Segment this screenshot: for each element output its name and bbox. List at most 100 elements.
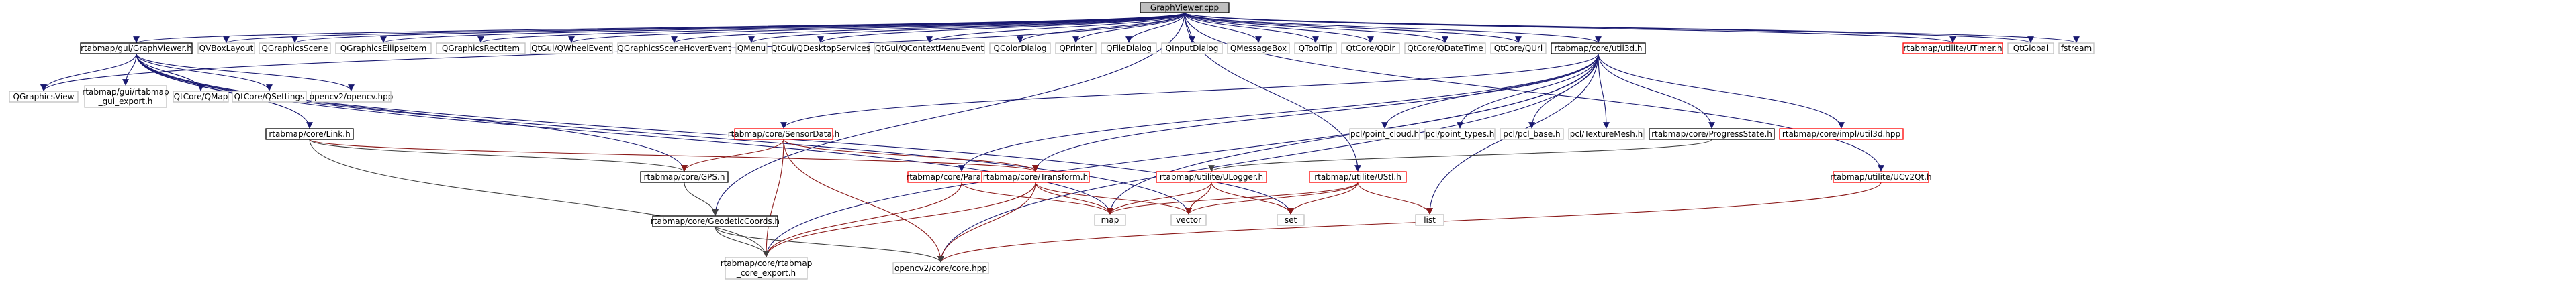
- edge-ulogger-to-map: [1107, 182, 1212, 215]
- edge-util3d-to-transform: [1032, 53, 1599, 172]
- edge-gv_h-to-map: [136, 53, 1113, 215]
- node-transform[interactable]: rtabmap/core/Transform.h: [981, 171, 1090, 183]
- node-qgview-box: [9, 91, 79, 103]
- edge-sensordata-to-core_export: [763, 139, 784, 258]
- node-qgscene-box: [259, 42, 331, 54]
- edge-ustl-to-vector: [1185, 182, 1359, 215]
- edge-root-to-ustl: [1184, 12, 1361, 172]
- node-qgrect: QGraphicsRectItem: [436, 42, 526, 54]
- node-progress-box: [1649, 128, 1775, 140]
- edge-ustl-to-map: [1107, 182, 1359, 215]
- node-qmsgbox-label-0: QMessageBox: [1230, 44, 1287, 53]
- edge-link_h-to-transform: [309, 139, 1039, 172]
- node-qvbox-box: [197, 42, 255, 54]
- edge-util3d-to-core_export: [763, 53, 1599, 258]
- node-rtabgui_export-box: [84, 85, 167, 108]
- edge-root-to-qgellipse: [380, 12, 1185, 44]
- node-progress[interactable]: rtabmap/core/ProgressState.h: [1649, 128, 1775, 140]
- node-qtooltip-label-0: QToolTip: [1299, 44, 1333, 53]
- node-ulogger[interactable]: rtabmap/utilite/ULogger.h: [1156, 171, 1267, 183]
- node-qurl: QtCore/QUrl: [1490, 42, 1547, 54]
- node-ulogger-box: [1156, 171, 1267, 183]
- node-qgview: QGraphicsView: [9, 91, 79, 103]
- node-vector: vector: [1170, 214, 1207, 226]
- edge-root-to-qctxmenu: [926, 12, 1185, 44]
- dependency-edges: [40, 12, 2080, 263]
- edge-root-to-qgview: [40, 12, 1185, 92]
- node-qgrect-label-0: QGraphicsRectItem: [442, 44, 520, 53]
- node-utimer-box: [1902, 42, 2003, 54]
- node-qmap: QtCore/QMap: [173, 91, 229, 103]
- node-qinputdlg-label-0: QInputDialog: [1166, 44, 1219, 53]
- node-set: set: [1277, 214, 1305, 226]
- edge-gv_h-to-qsettings: [136, 53, 273, 92]
- node-util3d_impl-box: [1779, 128, 1904, 140]
- edge-params-to-map: [961, 182, 1113, 215]
- node-qdesktop: QtGui/QDesktopServices: [771, 42, 870, 54]
- node-util3d_impl[interactable]: rtabmap/core/impl/util3d.hpp: [1779, 128, 1904, 140]
- node-geocoords-label-0: rtabmap/core/GeodeticCoords.h: [651, 217, 780, 226]
- edge-transform-to-core_export: [763, 182, 1036, 258]
- edge-root-to-qgrect: [477, 12, 1185, 44]
- edge-root-to-util3d: [1184, 12, 1602, 44]
- node-qdesktop-label-0: QtGui/QDesktopServices: [771, 44, 870, 53]
- node-set-box: [1277, 214, 1305, 226]
- node-geocoords-box: [652, 215, 778, 227]
- node-root-box: [1140, 2, 1230, 13]
- node-core_hpp-label-0: opencv2/core/core.hpp: [894, 263, 987, 273]
- node-qwheel-box: [530, 42, 613, 54]
- node-ucv2qt-label-0: rtabmap/utilite/UCv2Qt.h: [1830, 172, 1931, 182]
- edge-link_h-to-gps: [309, 139, 688, 172]
- node-root-label-0: GraphViewer.cpp: [1150, 3, 1219, 13]
- node-root[interactable]: GraphViewer.cpp: [1140, 2, 1230, 13]
- edge-root-to-geocoords: [712, 12, 1185, 217]
- node-sensordata[interactable]: rtabmap/core/SensorData.h: [728, 128, 840, 140]
- edge-util3d-to-pcl_types: [1457, 53, 1599, 129]
- node-rtabgui_export-label-0: rtabmap/gui/rtabmap: [82, 87, 169, 97]
- node-qsettings: QtCore/QSettings: [232, 91, 307, 103]
- node-ucv2qt[interactable]: rtabmap/utilite/UCv2Qt.h: [1830, 171, 1932, 183]
- node-qgview-label-0: QGraphicsView: [13, 92, 75, 101]
- node-geocoords[interactable]: rtabmap/core/GeodeticCoords.h: [651, 215, 780, 227]
- node-qdatetime: QtCore/QDateTime: [1404, 42, 1486, 54]
- node-qwheel-label-0: QtGui/QWheelEvent: [531, 44, 612, 53]
- node-fstream: fstream: [2058, 42, 2095, 54]
- node-transform-label-0: rtabmap/core/Transform.h: [983, 172, 1088, 182]
- node-opencv_hpp: opencv2/opencv.hpp: [310, 91, 393, 103]
- node-sensordata-label-0: rtabmap/core/SensorData.h: [728, 129, 840, 139]
- node-set-label-0: set: [1285, 215, 1297, 225]
- node-util3d[interactable]: rtabmap/core/util3d.h: [1551, 42, 1646, 54]
- node-qsettings-label-0: QtCore/QSettings: [234, 92, 305, 101]
- edge-root-to-ucv2qt: [1184, 12, 1884, 172]
- edge-util3d-to-params: [958, 53, 1599, 172]
- node-pcl_cloud-label-0: pcl/point_cloud.h: [1350, 129, 1419, 139]
- node-qmap-label-0: QtCore/QMap: [174, 92, 228, 101]
- node-qcolordlg-box: [989, 42, 1051, 54]
- edge-root-to-qdesktop: [817, 12, 1185, 44]
- edge-sensordata-to-transform: [783, 139, 1039, 172]
- node-sensordata-box: [734, 128, 833, 140]
- edge-util3d-to-pcl_cloud: [1381, 53, 1599, 129]
- node-core_export-label-0: rtabmap/core/rtabmap: [721, 259, 813, 268]
- node-gv_h-box: [80, 42, 193, 54]
- node-gv_h[interactable]: rtabmap/gui/GraphViewer.h: [80, 42, 193, 54]
- node-utimer[interactable]: rtabmap/utilite/UTimer.h: [1902, 42, 2003, 54]
- edge-progress-to-ulogger: [1208, 139, 1712, 172]
- node-utimer-label-0: rtabmap/utilite/UTimer.h: [1903, 44, 2002, 53]
- node-ulogger-label-0: rtabmap/utilite/ULogger.h: [1160, 172, 1263, 182]
- node-pcl_types-box: [1424, 128, 1496, 140]
- node-vector-box: [1170, 214, 1207, 226]
- node-opencv_hpp-box: [311, 91, 392, 103]
- node-qwheel: QtGui/QWheelEvent: [530, 42, 613, 54]
- node-qvbox: QVBoxLayout: [197, 42, 255, 54]
- node-gv_h-label-0: rtabmap/gui/GraphViewer.h: [81, 44, 192, 53]
- node-gps[interactable]: rtabmap/core/GPS.h: [640, 171, 729, 183]
- edge-root-to-qghover: [671, 12, 1185, 44]
- edge-root-to-fstream: [1184, 12, 2080, 44]
- edge-root-to-qwheel: [568, 12, 1185, 44]
- node-link_h[interactable]: rtabmap/core/Link.h: [265, 128, 354, 140]
- node-ustl[interactable]: rtabmap/utilite/UStl.h: [1309, 171, 1407, 183]
- node-qgellipse-box: [335, 42, 432, 54]
- edge-geocoords-to-core_export: [715, 226, 770, 258]
